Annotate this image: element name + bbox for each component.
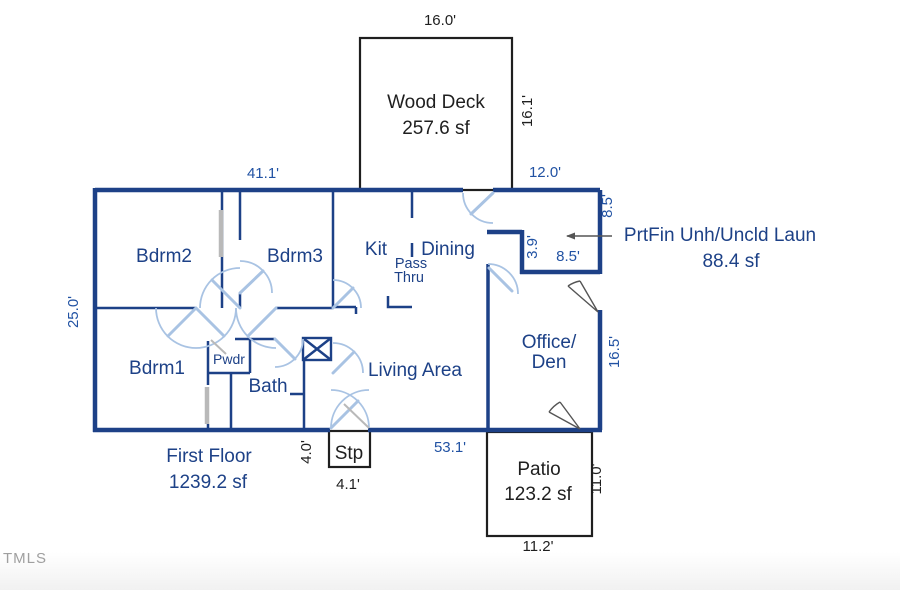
room-label-bdrm3: Bdrm3 (267, 246, 323, 267)
room-label-thru: Thru (394, 270, 424, 286)
room-label-pass: Pass (395, 256, 427, 272)
room-label-living: Living Area (368, 360, 462, 381)
gray-door-leaves (210, 339, 370, 429)
dim-deck-width: 16.0' (424, 12, 456, 29)
dim-patio-right: 11.0' (588, 463, 605, 494)
room-label-bdrm1: Bdrm1 (129, 358, 185, 379)
first-floor-label: First Floor (166, 446, 252, 467)
stp-label: Stp (335, 443, 364, 464)
room-label-bath: Bath (248, 376, 287, 397)
bottom-fade (0, 552, 900, 590)
wood-deck-label: Wood Deck (387, 92, 485, 113)
dim-laundry-notch: 3.9' (524, 235, 541, 259)
patio-outline (485, 430, 594, 538)
wood-deck-area: 257.6 sf (402, 118, 470, 139)
dim-patio-bottom: 11.2' (523, 538, 554, 555)
room-label-office: Office/ (522, 332, 577, 353)
tmls-watermark: TMLS (3, 550, 47, 567)
dim-stp-height: 4.0' (298, 440, 315, 464)
dim-main-left: 25.0' (65, 296, 82, 328)
dim-main-top: 41.1' (247, 165, 279, 182)
patio-area: 123.2 sf (504, 484, 572, 505)
stp-box (327, 429, 372, 469)
patio-label: Patio (517, 459, 560, 480)
door-arcs (155, 192, 519, 429)
dim-deck-height: 16.1' (519, 95, 536, 127)
exterior-walls (92, 187, 603, 433)
dim-office-right: 16.5' (606, 336, 623, 368)
first-floor-area: 1239.2 sf (169, 472, 248, 493)
dim-stp-width: 4.1' (336, 476, 360, 493)
dim-laundry-right: 8.5' (599, 194, 616, 218)
room-label-pwdr: Pwdr (213, 351, 245, 367)
dim-main-bottom: 53.1' (434, 439, 466, 456)
room-label-kit: Kit (365, 239, 388, 260)
door-leaves (166, 191, 514, 430)
room-label-bdrm2: Bdrm2 (136, 246, 192, 267)
wood-deck-outline (358, 36, 514, 192)
patio-door-fan (548, 401, 581, 430)
dim-laundry-top: 12.0' (529, 164, 561, 181)
x-box-fixture (301, 336, 333, 362)
sliding-door-bars (204, 210, 224, 424)
dim-laundry-inner: 8.5' (556, 248, 580, 265)
laundry-arrow (566, 232, 612, 240)
room-label-den: Den (532, 352, 567, 373)
room-label-dining: Dining (421, 239, 475, 260)
laundry-area: 88.4 sf (702, 251, 760, 272)
laundry-label: PrtFin Unh/Uncld Laun (624, 225, 816, 246)
laundry-door-fan (567, 280, 599, 313)
